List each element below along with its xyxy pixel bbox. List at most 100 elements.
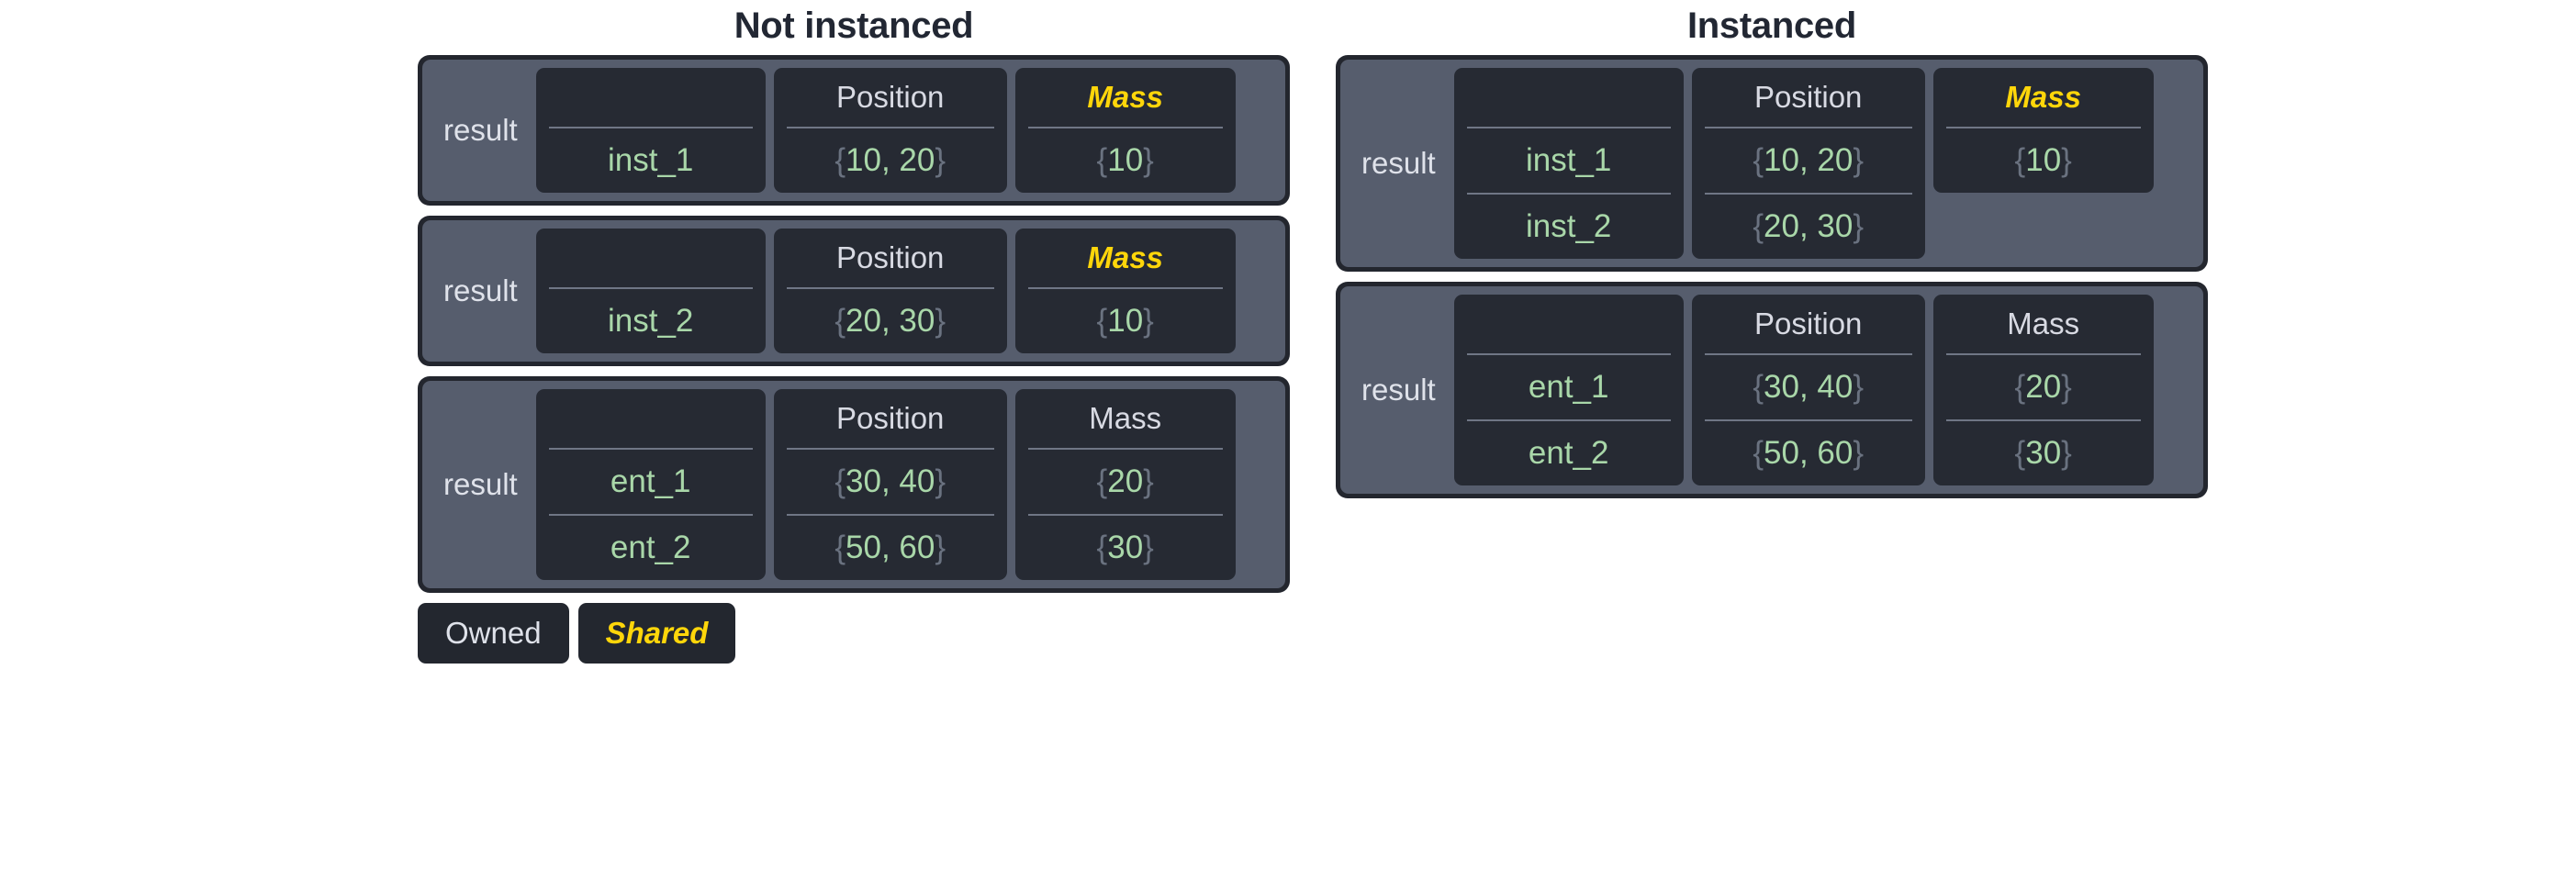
brace-open: { [1096, 530, 1108, 565]
column-panel-name: inst_2 [535, 229, 766, 353]
table-cell-position: {30, 40} [1704, 353, 1912, 419]
table-cell-name: ent_2 [1466, 419, 1671, 485]
brace-close: } [935, 303, 946, 339]
table-cell-mass: {30} [1945, 419, 2141, 485]
brace-close: } [1853, 369, 1865, 405]
result-table-card: result inst_1 Position {10, 20} Mass {10} [418, 55, 1290, 206]
column-header-position: Position [1754, 307, 1863, 340]
brace-close: } [1143, 142, 1154, 178]
table-cell-position: {10, 20} [786, 127, 994, 193]
table-cell-position: {10, 20} [1704, 127, 1912, 193]
brace-close: } [1853, 435, 1865, 471]
column-header-position: Position [836, 401, 945, 435]
brace-open: { [834, 530, 846, 565]
column-panel-position: Position {10, 20} [773, 68, 1007, 193]
brace-close: } [2061, 369, 2072, 405]
table-cell-position: {50, 60} [786, 514, 994, 580]
result-label: result [443, 467, 518, 501]
table-cell-mass: {10} [1945, 127, 2141, 193]
result-label: result [1361, 146, 1436, 180]
column-panel-position: Position {10, 20}{20, 30} [1691, 68, 1925, 259]
column-panel-mass: Mass {10} [1014, 68, 1236, 193]
column-header-mass: Mass [1087, 80, 1163, 114]
column-panel-position: Position{20, 30} [773, 229, 1007, 353]
legend-chip-owned: Owned [418, 603, 569, 664]
column-header-mass: Mass [1087, 240, 1163, 274]
table-cell-name: ent_2 [548, 514, 753, 580]
column-panel-mass: Mass {20}{30} [1932, 295, 2154, 485]
column-header-mass: Mass [2007, 307, 2080, 340]
table-cell-mass: {10} [1027, 127, 1223, 193]
table-cell-position: {20, 30} [1704, 193, 1912, 259]
column-header-name [549, 68, 753, 127]
result-label: result [443, 273, 518, 307]
brace-close: } [1143, 463, 1154, 499]
brace-close: } [1143, 303, 1154, 339]
brace-open: { [1753, 369, 1764, 405]
column-header-name [549, 229, 753, 287]
table-cell-mass: {20} [1027, 448, 1223, 514]
brace-close: } [2061, 435, 2072, 471]
column-panel-position: Position {30, 40}{50, 60} [773, 389, 1007, 580]
brace-open: { [1096, 142, 1108, 178]
brace-close: } [935, 142, 946, 178]
column-header-mass: Mass [1089, 401, 1162, 435]
brace-close: } [1853, 208, 1865, 244]
legend-chip-shared: Shared [577, 603, 736, 664]
table-cell-name: inst_2 [548, 287, 753, 353]
table-cell-name: ent_1 [548, 448, 753, 514]
brace-close: } [2061, 142, 2072, 178]
column-panel-mass: Mass {10} [1014, 229, 1236, 353]
brace-close: } [1853, 142, 1865, 178]
table-cell-name: inst_1 [1466, 127, 1671, 193]
brace-open: { [1753, 435, 1764, 471]
brace-open: { [834, 142, 846, 178]
table-cell-position: {50, 60} [1704, 419, 1912, 485]
brace-open: { [1753, 142, 1764, 178]
brace-open: { [2014, 142, 2026, 178]
result-table: result inst_1 Position {10, 20} Mass {10} [422, 60, 1285, 201]
table-cell-position: {30, 40} [786, 448, 994, 514]
column-header-name [1467, 68, 1671, 127]
table-cell-mass: {10} [1027, 287, 1223, 353]
brace-close: } [935, 463, 946, 499]
result-label: result [1361, 373, 1436, 407]
table-cell-mass: {20} [1945, 353, 2141, 419]
column-header-position: Position [836, 80, 945, 114]
column-title-instanced: Instanced [1686, 6, 1857, 46]
brace-open: { [1096, 303, 1108, 339]
column-panel-position: Position {30, 40}{50, 60} [1691, 295, 1925, 485]
table-cell-name: inst_1 [548, 127, 753, 193]
result-label: result [443, 113, 518, 147]
column-header-name [549, 389, 753, 448]
brace-open: { [2014, 435, 2026, 471]
column-header-position: Position [836, 240, 945, 274]
table-cell-name: inst_2 [1466, 193, 1671, 259]
column-panel-mass: Mass {20}{30} [1014, 389, 1236, 580]
brace-open: { [1096, 463, 1108, 499]
brace-open: { [834, 463, 846, 499]
column-title-not-instanced: Not instanced [734, 6, 974, 46]
column-header-mass: Mass [2005, 80, 2081, 114]
brace-open: { [834, 303, 846, 339]
column-header-position: Position [1754, 80, 1863, 114]
table-cell-mass: {30} [1027, 514, 1223, 580]
